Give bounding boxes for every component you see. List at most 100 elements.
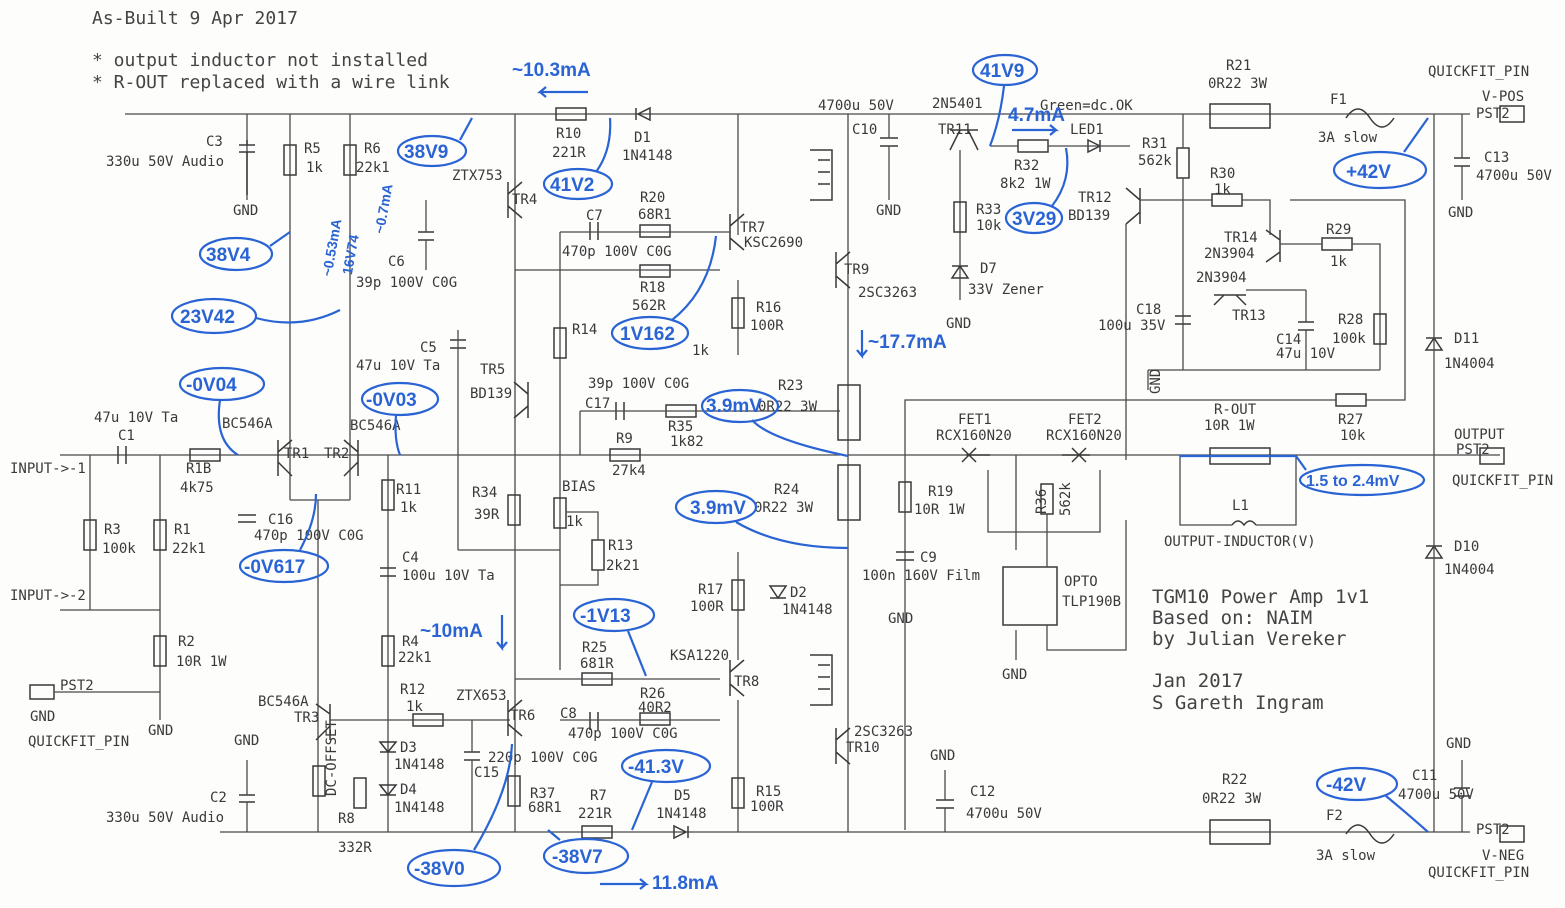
svg-text:C18: C18 bbox=[1136, 302, 1161, 318]
svg-text:R4: R4 bbox=[402, 634, 419, 650]
annotation-current-led: 4.7mA bbox=[1008, 105, 1065, 126]
svg-text:C4: C4 bbox=[402, 550, 419, 566]
r18-body bbox=[189, 448, 221, 462]
tr11-symbol bbox=[949, 129, 979, 151]
r20-value: 68R1 bbox=[638, 207, 672, 223]
tr5-value: BD139 bbox=[470, 386, 512, 402]
svg-text:C10: C10 bbox=[852, 122, 877, 138]
svg-text:FET2: FET2 bbox=[1068, 412, 1102, 428]
opto-body bbox=[1002, 566, 1058, 626]
title-line-4: Jan 2017 bbox=[1152, 670, 1244, 692]
d1-symbol bbox=[635, 106, 651, 122]
c8-value: 470p 100V C0G bbox=[568, 726, 678, 742]
c3-value: 330u 50V Audio bbox=[106, 154, 224, 170]
svg-text:C13: C13 bbox=[1484, 150, 1509, 166]
svg-text:R7: R7 bbox=[590, 788, 607, 804]
svg-text:GND: GND bbox=[946, 316, 971, 332]
r17-value: 100R bbox=[690, 599, 724, 615]
title-line-5: S Gareth Ingram bbox=[1152, 692, 1324, 714]
svg-text:C5: C5 bbox=[420, 340, 437, 356]
svg-text:R12: R12 bbox=[400, 682, 425, 698]
svg-text:R21: R21 bbox=[1226, 58, 1251, 74]
svg-text:R5: R5 bbox=[304, 141, 321, 157]
led1-value: Green=dc.OK bbox=[1040, 98, 1133, 114]
svg-text:GND: GND bbox=[1448, 205, 1473, 221]
svg-text:D2: D2 bbox=[790, 585, 807, 601]
c3-symbol bbox=[239, 140, 255, 195]
tr14-value: 2N3904 bbox=[1204, 246, 1255, 262]
f1-symbol bbox=[1345, 108, 1395, 128]
annotation-3-9mv-lower-circle bbox=[674, 489, 758, 525]
c18-value: 100u 35V bbox=[1098, 318, 1166, 334]
r6-body bbox=[343, 144, 357, 176]
svg-text:R35: R35 bbox=[668, 419, 693, 435]
annotation-m0v03-circle bbox=[360, 381, 440, 417]
d3-symbol bbox=[378, 741, 398, 754]
r8-body bbox=[353, 777, 367, 809]
r21-value: 0R22 3W bbox=[1208, 76, 1268, 92]
offset-section: R11 1k C4 100u 10V Ta R4 22k1 R12 1k TR3… bbox=[106, 455, 510, 856]
tr10-value: 2SC3263 bbox=[854, 724, 913, 740]
tr4-value: ZTX753 bbox=[452, 168, 503, 184]
dc-offset-pot bbox=[312, 765, 326, 797]
tr11-value: 2N5401 bbox=[932, 96, 983, 112]
svg-text:R6: R6 bbox=[364, 141, 381, 157]
r24-body bbox=[837, 464, 861, 521]
r20-body bbox=[639, 224, 671, 238]
tr9-symbol bbox=[835, 251, 851, 289]
c13-value: 4700u 50V bbox=[1476, 168, 1552, 184]
svg-text:L1: L1 bbox=[1232, 498, 1249, 514]
svg-text:PST2: PST2 bbox=[1476, 822, 1510, 838]
r31-body bbox=[1176, 147, 1190, 179]
svg-text:PST2: PST2 bbox=[1476, 106, 1510, 122]
r14-value: 1k bbox=[692, 343, 709, 359]
r30-body bbox=[1211, 193, 1243, 207]
annotation-current-r6: ~0.7mA bbox=[371, 183, 395, 235]
supply-section: R21 0R22 3W R22 0R22 3W F1 3A slow F2 3A… bbox=[1202, 58, 1552, 881]
svg-text:R19: R19 bbox=[928, 484, 953, 500]
annotation-23v4-circle bbox=[170, 297, 258, 335]
svg-text:R8: R8 bbox=[338, 811, 355, 827]
r9-value: 27k4 bbox=[612, 463, 646, 479]
fet1-value: RCX160N20 bbox=[936, 428, 1012, 444]
annotation-38v4: 38V4 bbox=[206, 245, 251, 266]
r12-value: 1k bbox=[406, 699, 423, 715]
svg-text:R37: R37 bbox=[530, 786, 555, 802]
annotation-current-output: ~17.7mA bbox=[868, 332, 947, 353]
svg-text:GND: GND bbox=[1002, 667, 1027, 683]
tr3-value: BC546A bbox=[258, 694, 309, 710]
d3-value: 1N4148 bbox=[394, 757, 445, 773]
svg-text:R29: R29 bbox=[1326, 222, 1351, 238]
annotation-plus42v: +42V bbox=[1346, 162, 1391, 183]
svg-text:GND: GND bbox=[233, 203, 258, 219]
svg-text:TR14: TR14 bbox=[1224, 230, 1258, 246]
svg-text:TR5: TR5 bbox=[480, 362, 505, 378]
r5-body bbox=[283, 144, 297, 176]
svg-text:R28: R28 bbox=[1338, 312, 1363, 328]
tr2-symbol bbox=[343, 439, 359, 477]
tr14-symbol bbox=[1265, 229, 1281, 263]
r19-body bbox=[898, 481, 912, 513]
c15-symbol bbox=[464, 751, 480, 761]
svg-text:R17: R17 bbox=[698, 582, 723, 598]
annotation-m42v: -42V bbox=[1326, 775, 1366, 796]
c10-value: 4700u 50V bbox=[818, 98, 894, 114]
fet2-symbol bbox=[1062, 447, 1090, 463]
c6-symbol bbox=[418, 231, 434, 241]
svg-text:D5: D5 bbox=[674, 788, 691, 804]
svg-text:C1: C1 bbox=[118, 428, 135, 444]
r34-value: 39R bbox=[474, 507, 500, 523]
r7-body bbox=[581, 825, 613, 839]
input-pair: C3 330u 50V Audio GND R5 1k R6 22k1 TR1 … bbox=[106, 114, 560, 832]
c9-value: 100n 160V Film bbox=[862, 568, 980, 584]
svg-text:C16: C16 bbox=[268, 512, 293, 528]
c15-value: 220p 100V C0G bbox=[488, 750, 598, 766]
svg-text:D1: D1 bbox=[634, 130, 651, 146]
annotation-41v2-circle bbox=[542, 167, 614, 201]
c16-symbol bbox=[238, 514, 256, 523]
output-label: OUTPUT bbox=[1454, 427, 1505, 443]
annotation-16v74: 16V74 bbox=[339, 233, 362, 276]
svg-text:OPTO: OPTO bbox=[1064, 574, 1098, 590]
annotation-current-top: ~10.3mA bbox=[512, 60, 591, 81]
gnd-quickfit-pin bbox=[29, 684, 55, 700]
